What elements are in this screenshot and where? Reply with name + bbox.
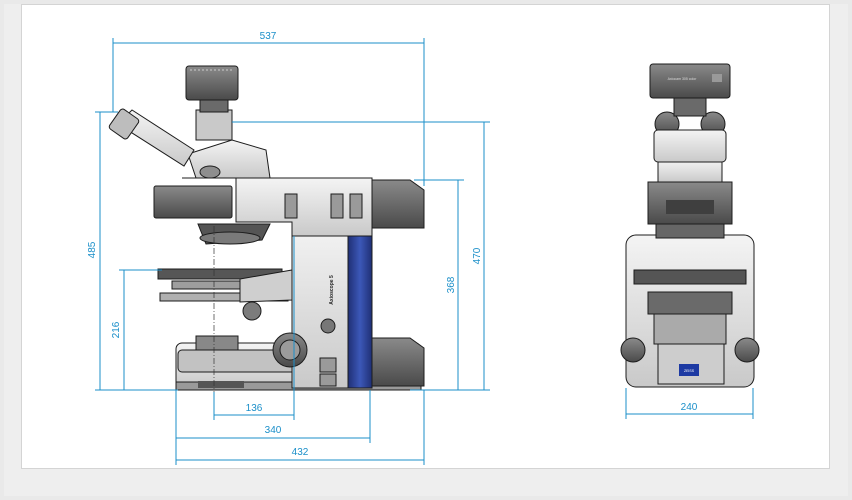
dimension-136: 136 [213,236,295,420]
dimension-240: 240 [625,388,754,419]
small-knob[interactable] [242,301,262,321]
dim-240-label: 240 [681,402,698,413]
dim-340-label: 340 [265,425,282,436]
dim-537-label: 537 [260,31,277,42]
camera-label: Axiocam 305 color [668,77,698,81]
dim-136-label: 136 [246,403,263,414]
front-view-microscope: ZEISS Axiocam 305 color [620,63,760,388]
side-lower-housing [371,337,425,387]
side-blue-panel [347,235,373,389]
dimension-432: 432 [176,390,425,465]
reflector-module [153,185,233,219]
dimension-216: 216 [111,269,162,390]
dimension-340: 340 [175,390,371,465]
side-view-microscope: Axioscope 5 [108,65,425,391]
dim-216-label: 216 [111,321,122,338]
side-dial[interactable] [320,318,336,334]
dimension-537: 537 [112,31,425,186]
dimension-485: 485 [87,111,178,391]
dim-470-label: 470 [472,247,483,264]
dim-368-label: 368 [446,276,457,293]
model-name: Axioscope 5 [329,275,335,305]
dim-432-label: 432 [292,447,309,458]
front-knob-left[interactable] [620,337,646,363]
dimension-470: 470 [232,121,490,391]
dim-485-label: 485 [87,241,98,258]
front-knob-right[interactable] [734,337,760,363]
zeiss-logo-badge [679,364,699,376]
front-camera [649,63,731,99]
side-camera [185,65,239,101]
dimension-368: 368 [414,179,464,390]
brand-logo: ZEISS [684,369,695,373]
side-upper-housing [371,179,425,229]
